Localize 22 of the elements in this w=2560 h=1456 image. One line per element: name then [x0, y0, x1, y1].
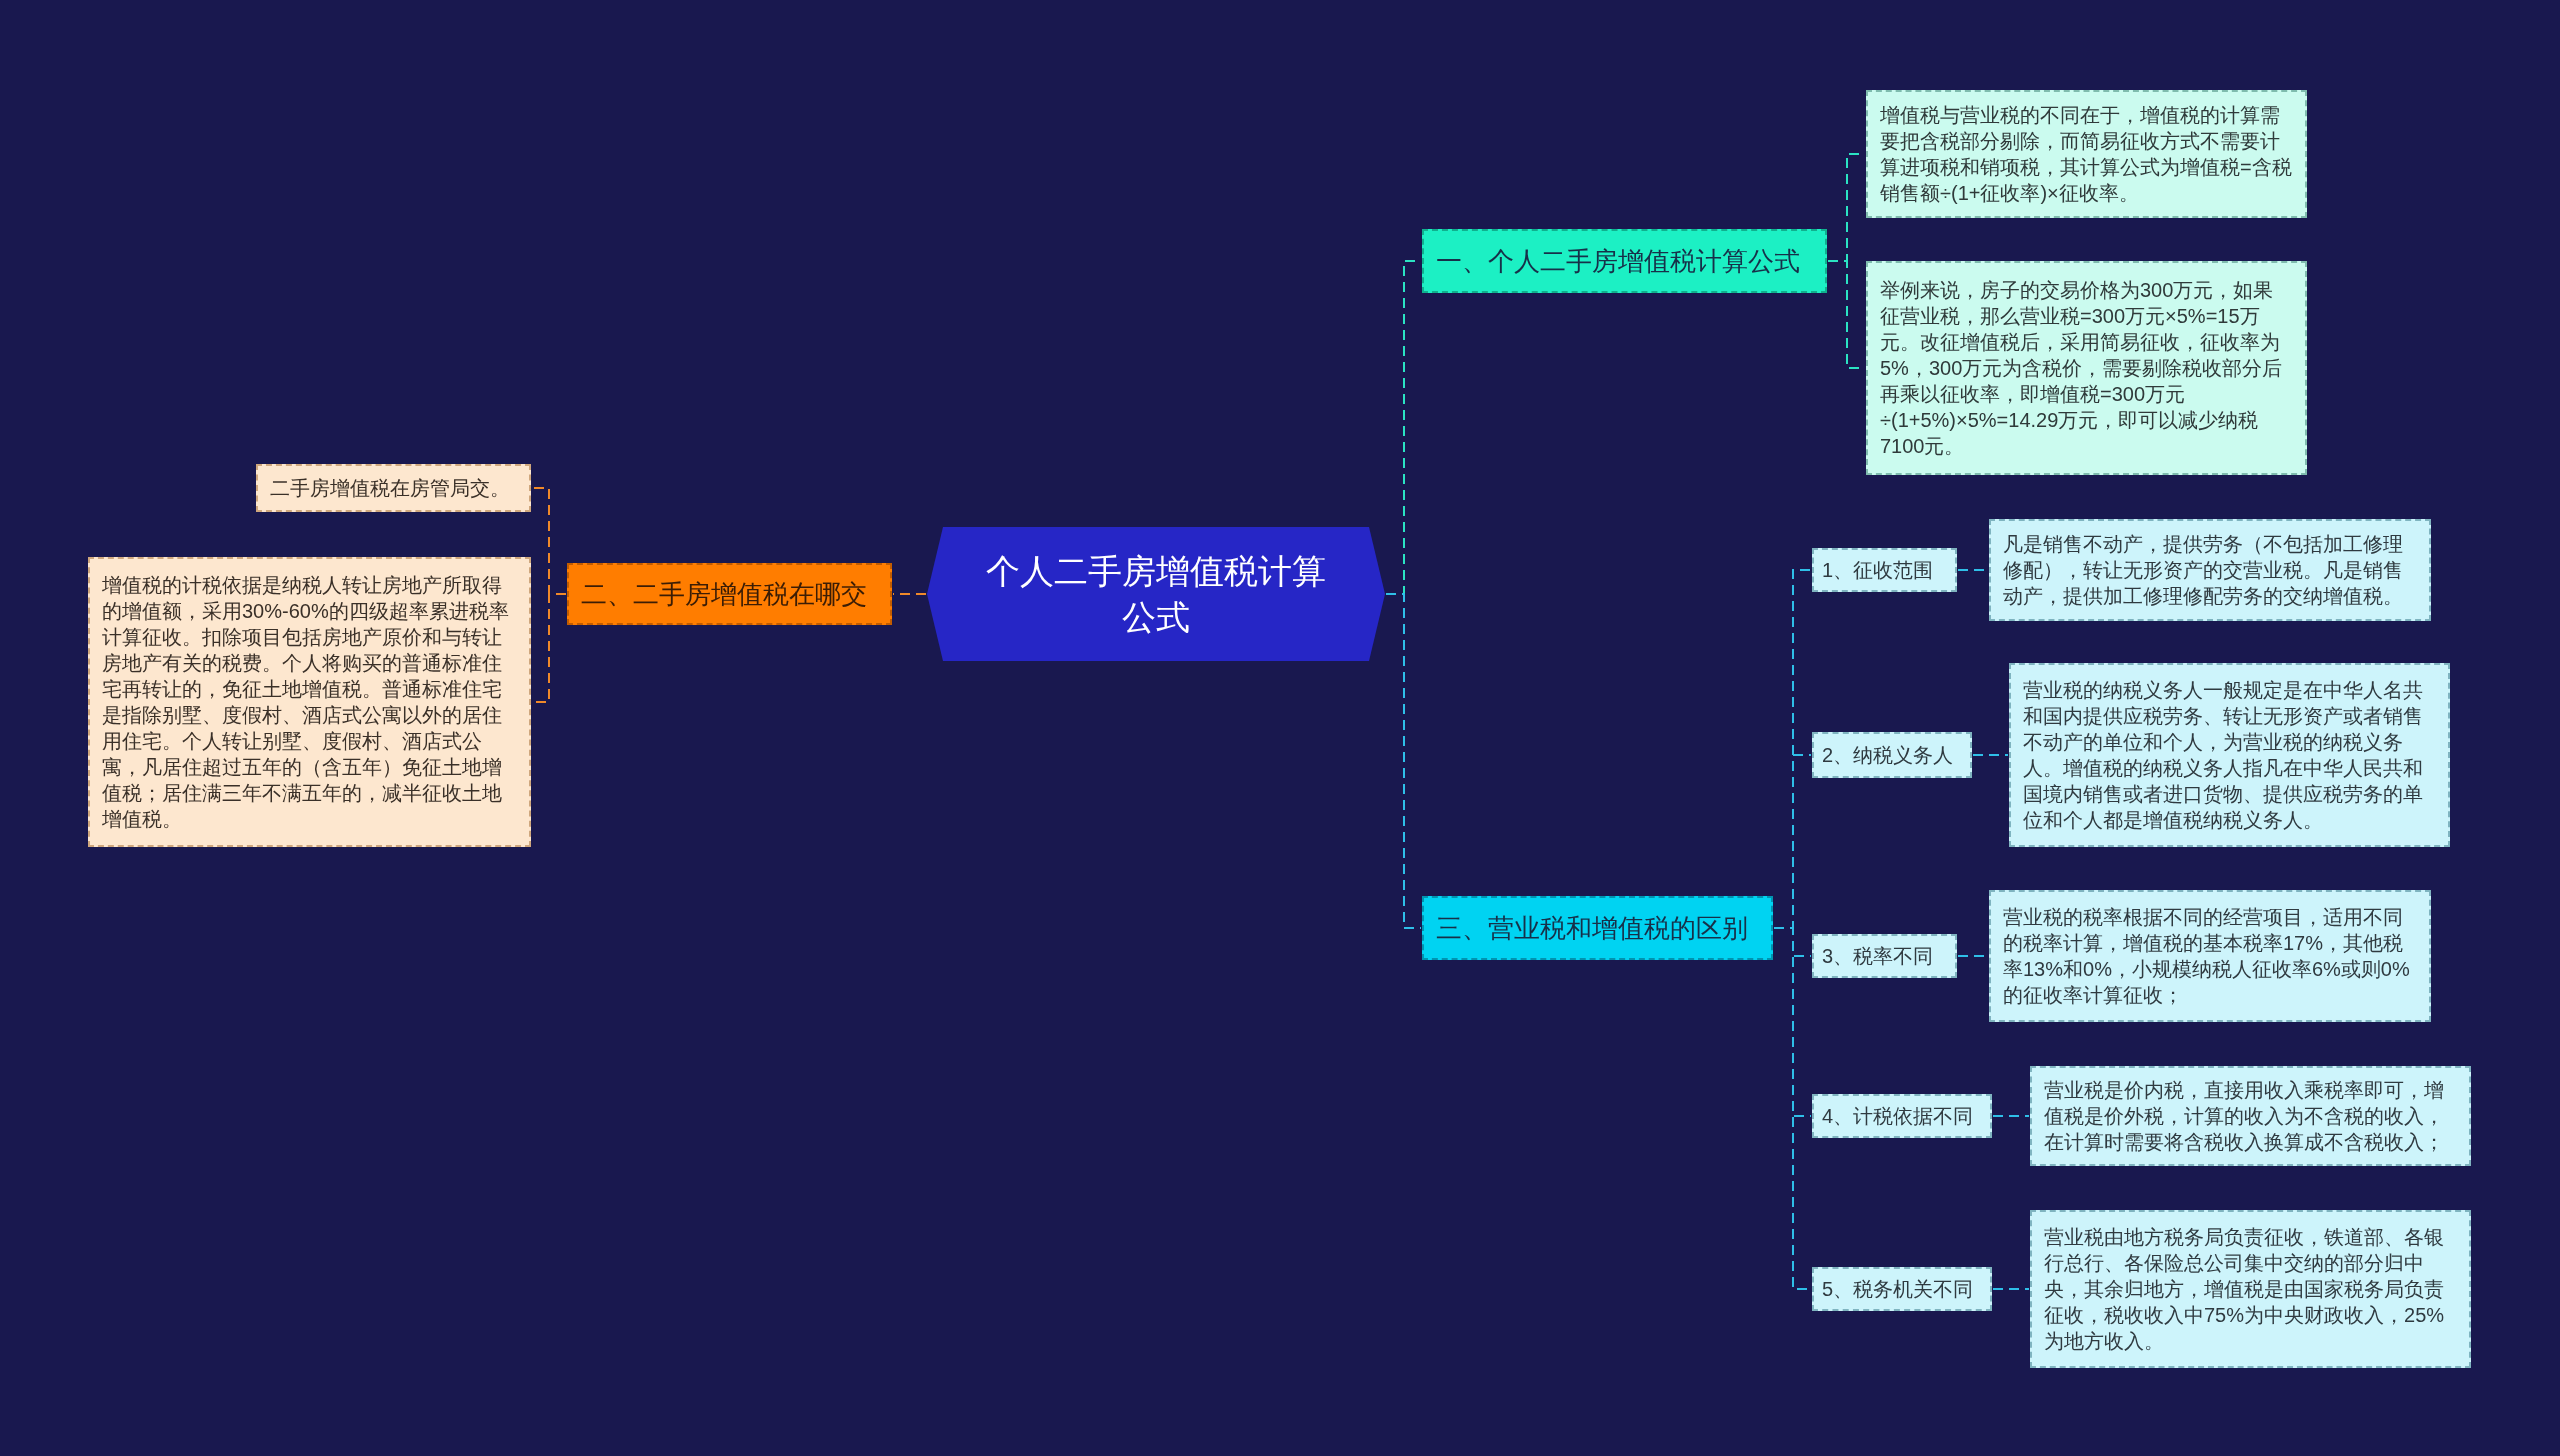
subtopic: 1、征收范围 [1812, 548, 1957, 592]
detail-note: 举例来说，房子的交易价格为300万元，如果征营业税，那么营业税=300万元×5%=15万元。改征增值税后，采用简易征收，征收率为5%，300万元为含税价，需要剔除税收部分后再乘以征收率，即增值税=300万元÷(1+5%)×5%=14.29万元，即可以减少纳税7100元。 [1866, 261, 2307, 475]
branch-topic: 三、营业税和增值税的区别 [1422, 896, 1773, 960]
branch-topic: 一、个人二手房增值税计算公式 [1422, 229, 1827, 293]
connector-line [1992, 1115, 2030, 1117]
subtopic: 3、税率不同 [1812, 934, 1957, 978]
detail-note: 凡是销售不动产，提供劳务（不包括加工修理修配），转让无形资产的交营业税。凡是销售动产，提供加工修理修配劳务的交纳增值税。 [1989, 519, 2431, 621]
detail-note: 二手房增值税在房管局交。 [256, 464, 531, 512]
connector-line [1992, 1288, 2030, 1290]
central-topic: 个人二手房增值税计算公式 [927, 527, 1385, 661]
detail-note: 营业税的税率根据不同的经营项目，适用不同的税率计算，增值税的基本税率17%，其他税率13%和0%，小规模纳税人征收率6%或则0%的征收率计算征收； [1989, 890, 2431, 1022]
connector-line [1385, 593, 1422, 929]
detail-note: 增值税与营业税的不同在于，增值税的计算需要把含税部分剔除，而简易征收方式不需要计算进项税和销项税，其计算公式为增值税=含税销售额÷(1+征收率)×征收率。 [1866, 90, 2307, 218]
detail-note: 增值税的计税依据是纳税人转让房地产所取得的增值额，采用30%-60%的四级超率累进税率计算征收。扣除项目包括房地产原价和与转让房地产有关的税费。个人将购买的普通标准住宅再转让的，免征土地增值税。普通标准住宅是指除别墅、度假村、酒店式公寓以外的居住用住宅。个人转让别墅、度假村、酒店式公寓，凡居住超过五年的（含五年）免征土地增值税；居住满三年不满五年的，减半征收土地增值税。 [88, 557, 531, 847]
subtopic: 5、税务机关不同 [1812, 1267, 1992, 1311]
branch-topic: 二、二手房增值税在哪交 [567, 563, 892, 625]
detail-note: 营业税是价内税，直接用收入乘税率即可，增值税是价外税，计算的收入为不含税的收入，在计算时需要将含税收入换算成不含税收入； [2030, 1066, 2471, 1166]
connector-line [1972, 754, 2009, 756]
detail-note: 营业税的纳税义务人一般规定是在中华人名共和国内提供应税劳务、转让无形资产或者销售不动产的单位和个人，为营业税的纳税义务人。增值税的纳税义务人指凡在中华人民共和国境内销售或者进口货物、提供应税劳务的单位和个人都是增值税纳税义务人。 [2009, 663, 2450, 847]
subtopic: 2、纳税义务人 [1812, 732, 1972, 778]
subtopic: 4、计税依据不同 [1812, 1094, 1992, 1138]
detail-note: 营业税由地方税务局负责征收，铁道部、各银行总行、各保险总公司集中交纳的部分归中央，其余归地方，增值税是由国家税务局负责征收，税收收入中75%为中央财政收入，25%为地方收入。 [2030, 1210, 2471, 1368]
